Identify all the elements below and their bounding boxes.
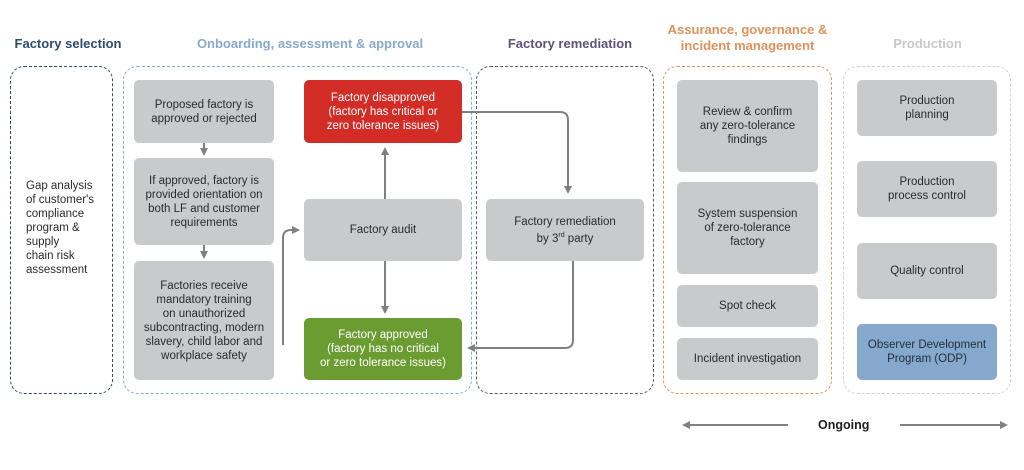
remediation-text-main: Factory remediation by 3 (514, 215, 616, 245)
remediation-text-sup: rd (558, 231, 565, 239)
factory-disapproved-box: Factory disapproved (factory has critica… (304, 80, 462, 143)
assurance-incident-investigation: Incident investigation (677, 338, 818, 380)
header-factory-selection: Factory selection (14, 36, 122, 51)
remediation-text: Factory remediation by 3rd party (514, 215, 616, 246)
ongoing-label: Ongoing (818, 418, 870, 432)
group-remediation (476, 66, 654, 394)
group-onboarding (123, 66, 472, 394)
step-orientation: If approved, factory is provided orienta… (134, 158, 274, 245)
header-assurance: Assurance, governance & incident managem… (667, 22, 828, 53)
header-onboarding: Onboarding, assessment & approval (196, 36, 424, 51)
assurance-review-confirm: Review & confirm any zero-tolerance find… (677, 80, 818, 172)
step-training: Factories receive mandatory training on … (134, 261, 274, 380)
factory-approved-box: Factory approved (factory has no critica… (304, 318, 462, 380)
remediation-text-tail: party (564, 232, 594, 245)
group-assurance (663, 66, 832, 394)
step-proposed-factory: Proposed factory is approved or rejected (134, 80, 274, 143)
production-quality-control: Quality control (857, 243, 997, 299)
factory-remediation-box: Factory remediation by 3rd party (486, 199, 644, 261)
header-production: Production (893, 36, 962, 51)
factory-audit-box: Factory audit (304, 199, 462, 261)
assurance-system-suspension: System suspension of zero-tolerance fact… (677, 182, 818, 274)
production-planning: Production planning (857, 80, 997, 136)
header-remediation: Factory remediation (507, 36, 633, 51)
gap-analysis-text: Gap analysis of customer's compliance pr… (26, 180, 95, 276)
group-production (843, 66, 1011, 394)
assurance-spot-check: Spot check (677, 285, 818, 327)
production-process-control: Production process control (857, 161, 997, 217)
production-odp: Observer Development Program (ODP) (857, 324, 997, 380)
group-factory-selection (10, 66, 113, 394)
